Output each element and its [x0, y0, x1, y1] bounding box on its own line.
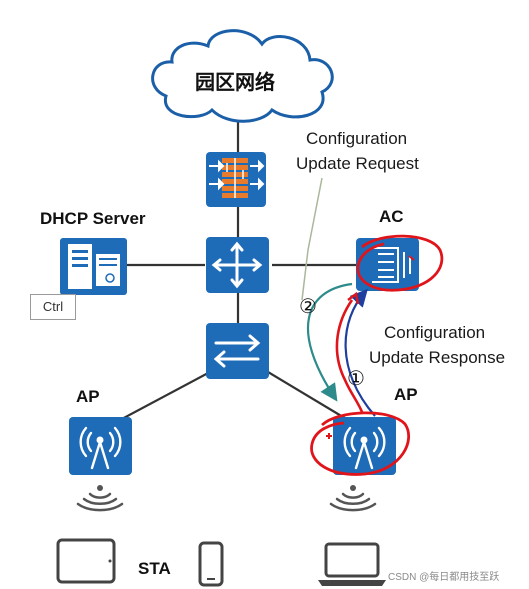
request-pointer-line: [301, 177, 323, 301]
ac-label: AC: [379, 207, 404, 226]
wifi-signal-left-icon: [76, 485, 124, 512]
dhcp-server-label: DHCP Server: [40, 209, 146, 228]
response-label-line1: Configuration: [384, 323, 486, 342]
link-access-ap-right: [267, 371, 349, 421]
cloud-label: 园区网络: [195, 70, 275, 94]
phone-icon: [198, 541, 224, 587]
red-circle-ac: [356, 234, 444, 292]
ap-right-icon: [333, 417, 396, 475]
request-label-line2: Update Request: [296, 154, 419, 173]
response-label-line2: Update Response: [369, 348, 506, 367]
red-circle-ap: [310, 411, 411, 476]
red-tick-ac: [408, 255, 415, 261]
campus-network-cloud: [151, 29, 334, 123]
sta-label: STA: [138, 559, 171, 578]
red-squiggle-arrow: [335, 299, 364, 413]
request-label-line1: Configuration: [306, 129, 408, 148]
ap-left-icon: [69, 417, 132, 475]
ac-controller-icon: [356, 238, 419, 291]
step-2-marker: ②: [299, 296, 317, 318]
red-plus-ap: [326, 433, 332, 439]
dhcp-server-icon: [60, 238, 127, 295]
laptop-icon: [318, 542, 386, 586]
tablet-icon: [56, 538, 116, 584]
watermark: CSDN @每日都用技至跃: [388, 572, 500, 583]
step-1-marker: ①: [347, 368, 365, 390]
wifi-signal-right-icon: [329, 485, 377, 512]
ctrl-key-overlay[interactable]: Ctrl: [30, 294, 76, 320]
firewall-icon: [206, 152, 266, 207]
link-access-ap-left: [119, 371, 211, 421]
core-switch-icon: [206, 237, 269, 293]
access-switch-icon: [206, 323, 269, 379]
ap-right-label: AP: [394, 385, 418, 404]
red-squiggle-head: [347, 291, 360, 305]
request-arrow: [306, 282, 353, 402]
ap-left-label: AP: [76, 387, 100, 406]
network-links: [119, 112, 357, 421]
